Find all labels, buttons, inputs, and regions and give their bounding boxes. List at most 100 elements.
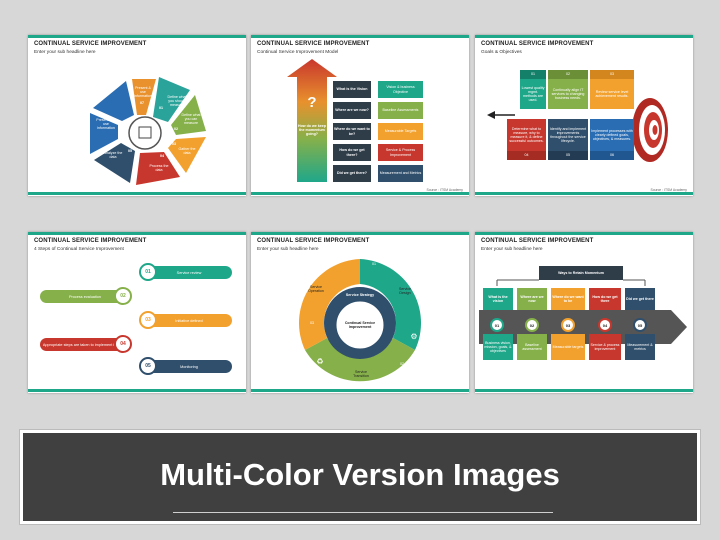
col-q-2: Where are we now: [517, 288, 547, 310]
multi-color-banner: Multi-Color Version Images: [20, 430, 700, 524]
step-circle-04: 04: [114, 335, 132, 353]
slide-accent-bar: [28, 232, 246, 235]
recycle-icon: ♻: [316, 357, 324, 367]
step-label-03: Gather the data: [178, 146, 196, 155]
segment-num-02: 02: [400, 361, 404, 366]
row-q-4: How do we get there?: [333, 144, 371, 161]
source-note: Source : ITSM Academy: [650, 188, 687, 192]
hub-chart-icon: [138, 126, 152, 139]
up-arrow-gradient: [287, 59, 337, 182]
momentum-arrow: [479, 279, 687, 344]
col-a-1: Business vision, mission, goals, & objec…: [483, 334, 513, 360]
step-circle-02: 02: [114, 287, 132, 305]
step-pill-04: Appropriate steps are taken to implement…: [40, 338, 130, 351]
goal-num-02: 02: [548, 70, 588, 79]
step-num-04: 04: [160, 154, 164, 159]
step-label-02: Define what you can measure: [181, 112, 201, 126]
slide-thumbnail-heptagon[interactable]: CONTINUAL SERVICE IMPROVEMENT Enter your…: [28, 35, 246, 196]
slide-title: CONTINUAL SERVICE IMPROVEMENT: [34, 41, 147, 47]
row-a-4: Service & Process Improvement: [378, 144, 423, 161]
slide-bottom-bar: [28, 389, 246, 392]
slide-thumbnail-csi-model[interactable]: CONTINUAL SERVICE IMPROVEMENT Continual …: [251, 35, 469, 196]
segment-num-03: 03: [310, 320, 314, 325]
col-circle-01: 01: [490, 318, 504, 332]
slide-title: CONTINUAL SERVICE IMPROVEMENT: [257, 238, 370, 244]
center-label: Continual Service Improvement: [344, 320, 376, 329]
goal-text-03: Review service level achievement results…: [590, 79, 634, 109]
slide-accent-bar: [28, 35, 246, 38]
slide-accent-bar: [475, 232, 693, 235]
step-num-07: 07: [140, 101, 144, 106]
goal-num-01: 01: [520, 70, 546, 79]
segment-label-03: Service Operation: [308, 284, 324, 293]
row-q-2: Where are we now?: [333, 102, 371, 119]
question-mark-icon: ?: [307, 94, 317, 112]
slide-bottom-bar: [28, 192, 246, 195]
slide-accent-bar: [251, 232, 469, 235]
slide-thumbnail-lifecycle[interactable]: CONTINUAL SERVICE IMPROVEMENT Enter your…: [251, 232, 469, 393]
slide-thumbnail-goals[interactable]: CONTINUAL SERVICE IMPROVEMENT Goals & Ob…: [475, 35, 693, 196]
momentum-question: How do we keep the momentum going?: [298, 123, 326, 137]
goal-text-04: Determine what to measure, why to measur…: [507, 119, 546, 151]
step-label-05: Analyze the data: [103, 150, 123, 159]
step-num-03: 03: [172, 142, 176, 147]
source-note: Source : ITSM Academy: [426, 188, 463, 192]
col-q-5: Did we get there: [625, 288, 655, 310]
slide-subtitle: Enter your sub headline here: [257, 247, 319, 252]
row-a-3: Measurable Targets: [378, 123, 423, 140]
goal-text-06: Implement processes with clearly defined…: [590, 119, 634, 151]
goal-text-02: Continually align IT services to changin…: [548, 79, 588, 109]
step-label-04: Process the data: [149, 163, 169, 172]
col-circle-03: 03: [561, 318, 575, 332]
goal-text-01: Lowest quality mgmt. methods are used.: [520, 79, 546, 109]
row-q-3: Where do we want to be?: [333, 123, 371, 140]
col-a-3: Measurable targets: [551, 334, 585, 360]
inner-label: Service Strategy: [345, 292, 375, 297]
step-circle-03: 03: [139, 311, 157, 329]
step-label-06: Present and use information: [96, 117, 116, 131]
step-label-07: Present & use information: [134, 85, 152, 99]
segment-06: [90, 113, 118, 154]
target-dart-graphic: [487, 98, 668, 162]
slide-title: CONTINUAL SERVICE IMPROVEMENT: [257, 41, 370, 47]
slide-title: CONTINUAL SERVICE IMPROVEMENT: [34, 238, 147, 244]
step-pill-05: Monitoring: [146, 360, 232, 373]
segment-03: [168, 137, 206, 173]
segment-06b: [93, 81, 134, 121]
step-num-01: 01: [159, 106, 163, 111]
step-pill-03: Initiative defined: [146, 314, 232, 327]
slide-thumbnail-four-steps[interactable]: CONTINUAL SERVICE IMPROVEMENT 4 Steps of…: [28, 232, 246, 393]
step-num-02: 02: [174, 127, 178, 132]
segment-num-01: 01: [372, 261, 376, 266]
slide-thumbnail-momentum[interactable]: CONTINUAL SERVICE IMPROVEMENT Enter your…: [475, 232, 693, 393]
step-label-01: Define what you should measure: [167, 94, 187, 108]
slide-title: CONTINUAL SERVICE IMPROVEMENT: [481, 41, 594, 47]
momentum-header: Ways to Retain Momentum: [539, 266, 623, 280]
row-q-1: What is the Vision: [333, 81, 371, 98]
col-a-5: Measurement & metrics: [625, 334, 655, 360]
row-q-5: Did we get there?: [333, 165, 371, 182]
segment-label-02: Service Transition: [353, 369, 369, 378]
goal-num-06: 06: [590, 151, 634, 160]
segment-01: [153, 77, 190, 122]
slide-bottom-bar: [251, 192, 469, 195]
goal-text-05: Identify and implement improvements thro…: [548, 119, 588, 151]
gear-icon: ⚙: [410, 332, 418, 342]
col-q-4: How do we get there: [589, 288, 621, 310]
slide-bottom-bar: [475, 192, 693, 195]
step-circle-05: 05: [139, 357, 157, 375]
goal-num-05: 05: [548, 151, 588, 160]
segment-04: [136, 152, 180, 185]
slide-title: CONTINUAL SERVICE IMPROVEMENT: [481, 238, 594, 244]
col-circle-04: 04: [598, 318, 612, 332]
slide-bottom-bar: [251, 389, 469, 392]
slide-subtitle: Continual Service Improvement Model: [257, 50, 339, 55]
slide-subtitle: 4 Steps of Continual Service Improvement: [34, 247, 124, 252]
goal-num-04: 04: [507, 151, 546, 160]
col-q-3: Where do we want to be: [551, 288, 585, 310]
segment-05: [94, 143, 135, 183]
banner-underline: [173, 512, 553, 513]
col-q-1: What is the vision: [483, 288, 513, 310]
row-a-2: Baseline Assessments: [378, 102, 423, 119]
slide-subtitle: Goals & Objectives: [481, 50, 522, 55]
